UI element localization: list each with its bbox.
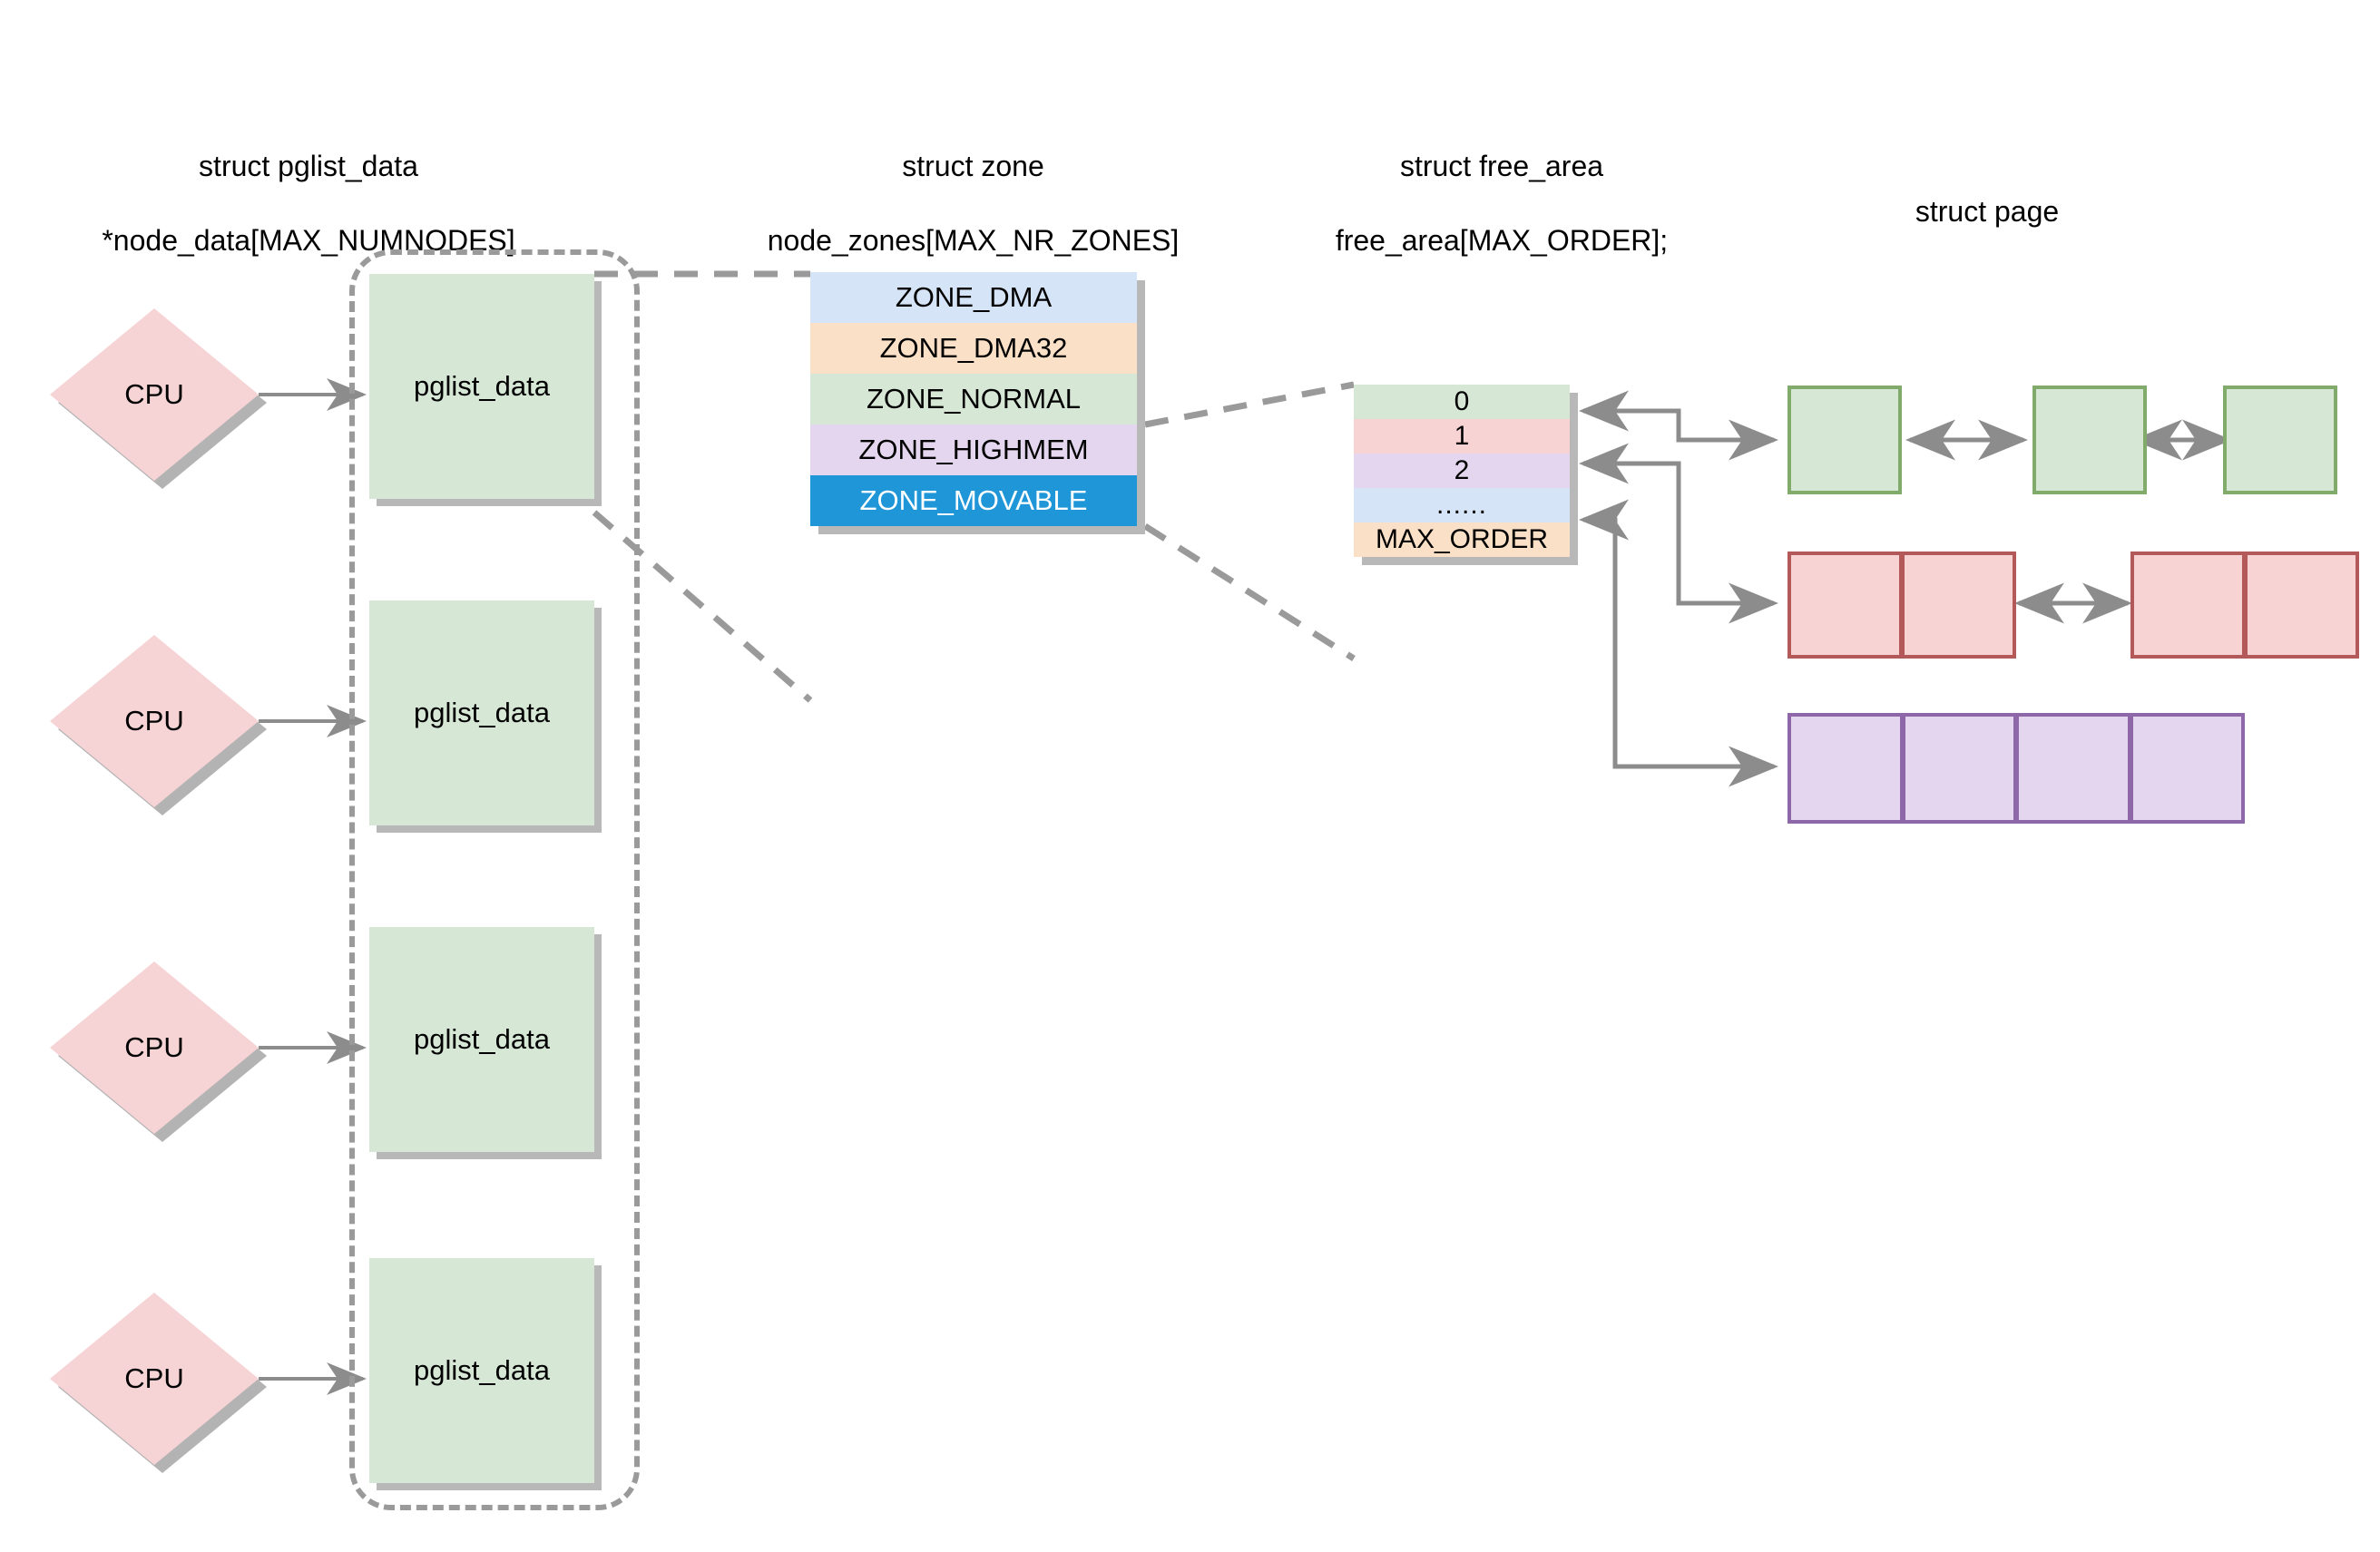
heading-line-2: free_area[MAX_ORDER]; — [1335, 223, 1669, 257]
zone-heading: struct zone node_zones[MAX_NR_ZONES] — [726, 111, 1220, 297]
zone-label: ZONE_HIGHMEM — [858, 434, 1089, 465]
page-cell — [1787, 386, 1902, 494]
cpu-node-3[interactable]: CPU — [50, 1293, 267, 1473]
node-box: pglist_data — [369, 1258, 594, 1483]
free-area-order0-link — [1579, 390, 1778, 461]
free-area-row-ellipsis[interactable]: ...... — [1354, 488, 1570, 522]
zone-row-dma[interactable]: ZONE_DMA — [810, 272, 1137, 323]
node-label: pglist_data — [414, 697, 550, 728]
page-cell — [2130, 551, 2246, 659]
cpu-label: CPU — [124, 1031, 184, 1063]
page-cell — [2130, 713, 2245, 824]
page-block-red-0[interactable] — [1787, 551, 2016, 659]
page-cell — [1787, 713, 1904, 824]
order-label: MAX_ORDER — [1375, 524, 1549, 554]
zone-row-movable[interactable]: ZONE_MOVABLE — [810, 475, 1137, 526]
free-area-row-1[interactable]: 1 — [1354, 419, 1570, 454]
page-block-red-1[interactable] — [2130, 551, 2359, 659]
heading-line-1: struct zone — [902, 149, 1044, 182]
page-cell — [1903, 551, 2016, 659]
node-label: pglist_data — [414, 370, 550, 402]
free-area-order2-link — [1579, 499, 1778, 787]
free-area-heading: struct free_area free_area[MAX_ORDER]; — [1270, 111, 1733, 297]
page-block-green-0[interactable] — [1787, 386, 1902, 494]
zone-row-dma32[interactable]: ZONE_DMA32 — [810, 323, 1137, 374]
page-heading: struct page — [1778, 156, 2196, 268]
order-label: 0 — [1454, 386, 1470, 416]
page-cell — [2017, 713, 2131, 824]
zone-row-normal[interactable]: ZONE_NORMAL — [810, 374, 1137, 425]
order-label: 1 — [1454, 421, 1470, 451]
page-block-green-2[interactable] — [2223, 386, 2337, 494]
zone-to-free-area-dashed — [1143, 381, 1356, 661]
cpu-label: CPU — [124, 1362, 184, 1394]
cpu-node-2[interactable]: CPU — [50, 961, 267, 1142]
free-area-order1-link — [1579, 443, 1778, 624]
page-block-purple-0[interactable] — [1787, 713, 2245, 824]
heading-line-1: struct free_area — [1399, 149, 1604, 182]
order-label: 2 — [1454, 455, 1470, 485]
cpu-label: CPU — [124, 378, 184, 410]
page-cell — [2223, 386, 2337, 494]
free-area-row-0[interactable]: 0 — [1354, 385, 1570, 419]
pglist-data-node-1[interactable]: pglist_data — [369, 600, 602, 833]
node-group-container — [349, 249, 640, 1510]
pglist-data-node-3[interactable]: pglist_data — [369, 1258, 602, 1490]
pglist-data-node-2[interactable]: pglist_data — [369, 927, 602, 1159]
zone-label: ZONE_NORMAL — [867, 383, 1081, 415]
zone-label: ZONE_DMA32 — [879, 332, 1068, 364]
node-box: pglist_data — [369, 927, 594, 1152]
heading-line-2: node_zones[MAX_NR_ZONES] — [767, 223, 1180, 257]
zone-label: ZONE_MOVABLE — [859, 484, 1088, 516]
node-box: pglist_data — [369, 274, 594, 499]
node-label: pglist_data — [414, 1023, 550, 1055]
pglist-data-node-0[interactable]: pglist_data — [369, 274, 602, 506]
free-area-row-max[interactable]: MAX_ORDER — [1354, 522, 1570, 557]
page-cell — [2246, 551, 2359, 659]
node-label: pglist_data — [414, 1354, 550, 1386]
free-area-rows: 0 1 2 ...... MAX_ORDER — [1354, 385, 1570, 557]
cpu-node-0[interactable]: CPU — [50, 308, 267, 489]
page-cell — [1903, 713, 2017, 824]
zone-rows: ZONE_DMA ZONE_DMA32 ZONE_NORMAL ZONE_HIG… — [810, 272, 1137, 526]
cpu-to-node-arrows — [259, 378, 367, 1395]
order-label: ...... — [1435, 490, 1487, 520]
zone-row-highmem[interactable]: ZONE_HIGHMEM — [810, 425, 1137, 475]
page-block-green-1[interactable] — [2032, 386, 2147, 494]
cpu-label: CPU — [124, 705, 184, 737]
heading-line-1: struct page — [1915, 194, 2060, 228]
page-cell — [2032, 386, 2147, 494]
zone-label: ZONE_DMA — [895, 281, 1053, 313]
page-cell — [1787, 551, 1903, 659]
heading-line-1: struct pglist_data — [199, 149, 418, 182]
node-box: pglist_data — [369, 600, 594, 825]
free-area-row-2[interactable]: 2 — [1354, 454, 1570, 488]
cpu-node-1[interactable]: CPU — [50, 635, 267, 815]
